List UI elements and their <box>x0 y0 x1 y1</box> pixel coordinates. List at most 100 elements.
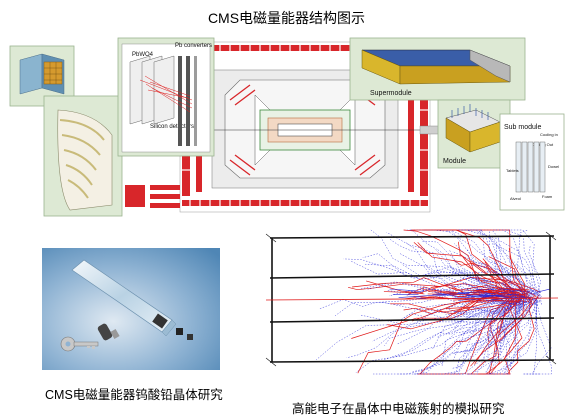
shower-track <box>439 229 535 296</box>
shower-track <box>350 260 528 293</box>
shower-track <box>481 297 520 356</box>
shower-track <box>398 298 536 375</box>
cooling-in-label: Cooling in <box>540 132 558 137</box>
converter-label: Pb converters <box>175 43 212 49</box>
shower-track <box>462 296 525 360</box>
shower-core-track <box>428 291 456 294</box>
shower-track <box>421 240 531 298</box>
shower-core-track <box>451 295 491 299</box>
shower-track <box>348 277 541 293</box>
dowel-label: Dowel <box>548 164 559 169</box>
shower-core-track <box>422 289 459 293</box>
shower-track <box>456 299 528 369</box>
submodule-panel: Sub module Cooling in Cooling Out Tablet… <box>499 113 565 211</box>
shower-track <box>453 301 517 361</box>
shower-core-track <box>489 294 525 299</box>
shower-track <box>441 298 526 366</box>
shower-track <box>489 229 534 292</box>
shower-track <box>435 229 535 295</box>
shower-core-track <box>444 292 458 294</box>
supermodule-label: Supermodule <box>370 90 412 97</box>
shower-track <box>523 298 537 375</box>
shower-core-track <box>451 287 463 291</box>
chip-object <box>176 328 183 335</box>
endcap-dee-panel <box>43 95 123 217</box>
shower-core-track <box>428 295 454 300</box>
shower-core-track <box>488 290 517 293</box>
chip-object <box>187 334 193 340</box>
shower-track <box>470 299 525 367</box>
shower-track <box>478 292 515 344</box>
silicon-label: Silicon detectors <box>150 124 194 130</box>
shower-track <box>493 296 517 328</box>
shower-track <box>493 229 542 305</box>
tablets-label: Tablets <box>506 168 519 173</box>
module-panel: Module <box>437 99 511 169</box>
shower-track <box>373 296 528 375</box>
shower-track <box>445 300 525 309</box>
shower-track <box>386 287 531 300</box>
shower-track <box>370 229 524 299</box>
shower-track <box>489 295 521 349</box>
shower-track <box>424 264 518 303</box>
crystal-label: PbWO4 <box>132 52 154 58</box>
shower-track <box>372 300 539 342</box>
shower-track <box>396 304 523 345</box>
shower-core-track <box>435 292 458 297</box>
shower-track <box>503 294 522 375</box>
simulation-caption: 高能电子在晶体中电磁簇射的模拟研究 <box>292 402 505 416</box>
shower-core-track <box>383 291 423 294</box>
shower-track <box>414 298 525 375</box>
cms-ecal-structure-diagram: PbWO4 Pb converters Silicon detectors Su… <box>9 37 565 217</box>
shower-track <box>411 229 522 300</box>
shower-track <box>453 259 536 297</box>
alveol-label: Alveol <box>510 196 521 201</box>
shower-core-track <box>413 295 452 300</box>
shower-core-track <box>469 291 492 293</box>
shower-track <box>516 229 528 293</box>
shower-track <box>506 294 528 375</box>
shower-track <box>390 299 520 315</box>
shower-core-track <box>482 295 503 298</box>
shower-core-track <box>492 287 530 291</box>
shower-track <box>407 229 514 292</box>
shower-track <box>419 294 524 375</box>
foam-label: Foam <box>542 194 553 199</box>
shower-track <box>457 300 519 313</box>
shower-simulation-plot <box>262 228 562 376</box>
shower-core-track <box>398 294 435 298</box>
crystal-photo <box>42 248 220 370</box>
shower-core-track <box>535 288 551 293</box>
shower-track <box>528 245 541 299</box>
shower-track <box>416 302 526 323</box>
shower-track <box>493 243 541 302</box>
shower-track <box>524 303 552 375</box>
shower-track <box>365 263 538 295</box>
shower-core-track <box>472 289 487 292</box>
shower-track <box>399 253 537 305</box>
shower-track <box>453 297 517 331</box>
key-object <box>60 336 99 352</box>
shower-track <box>488 291 526 373</box>
supermodule-panel: Supermodule <box>349 37 526 101</box>
shower-track <box>319 296 516 309</box>
shower-core-track <box>389 288 416 292</box>
shower-track <box>487 298 529 371</box>
submodule-label: Sub module <box>504 124 541 131</box>
photo-caption: CMS电磁量能器钨酸铅晶体研究 <box>45 388 223 402</box>
shower-track <box>498 300 533 335</box>
shower-track <box>456 293 517 375</box>
preshower-panel: PbWO4 Pb converters Silicon detectors <box>117 37 215 157</box>
shower-track <box>506 295 531 368</box>
shower-track <box>438 283 513 298</box>
shower-track <box>478 293 531 358</box>
shower-core-track <box>500 287 528 292</box>
shower-track <box>469 265 517 295</box>
figure-title: CMS电磁量能器结构图示 <box>207 10 366 26</box>
shower-track <box>351 277 522 297</box>
shower-track <box>384 300 538 346</box>
shower-core-track <box>466 295 498 299</box>
shower-track <box>498 295 534 375</box>
shower-track <box>384 303 520 360</box>
shower-track <box>491 297 539 375</box>
